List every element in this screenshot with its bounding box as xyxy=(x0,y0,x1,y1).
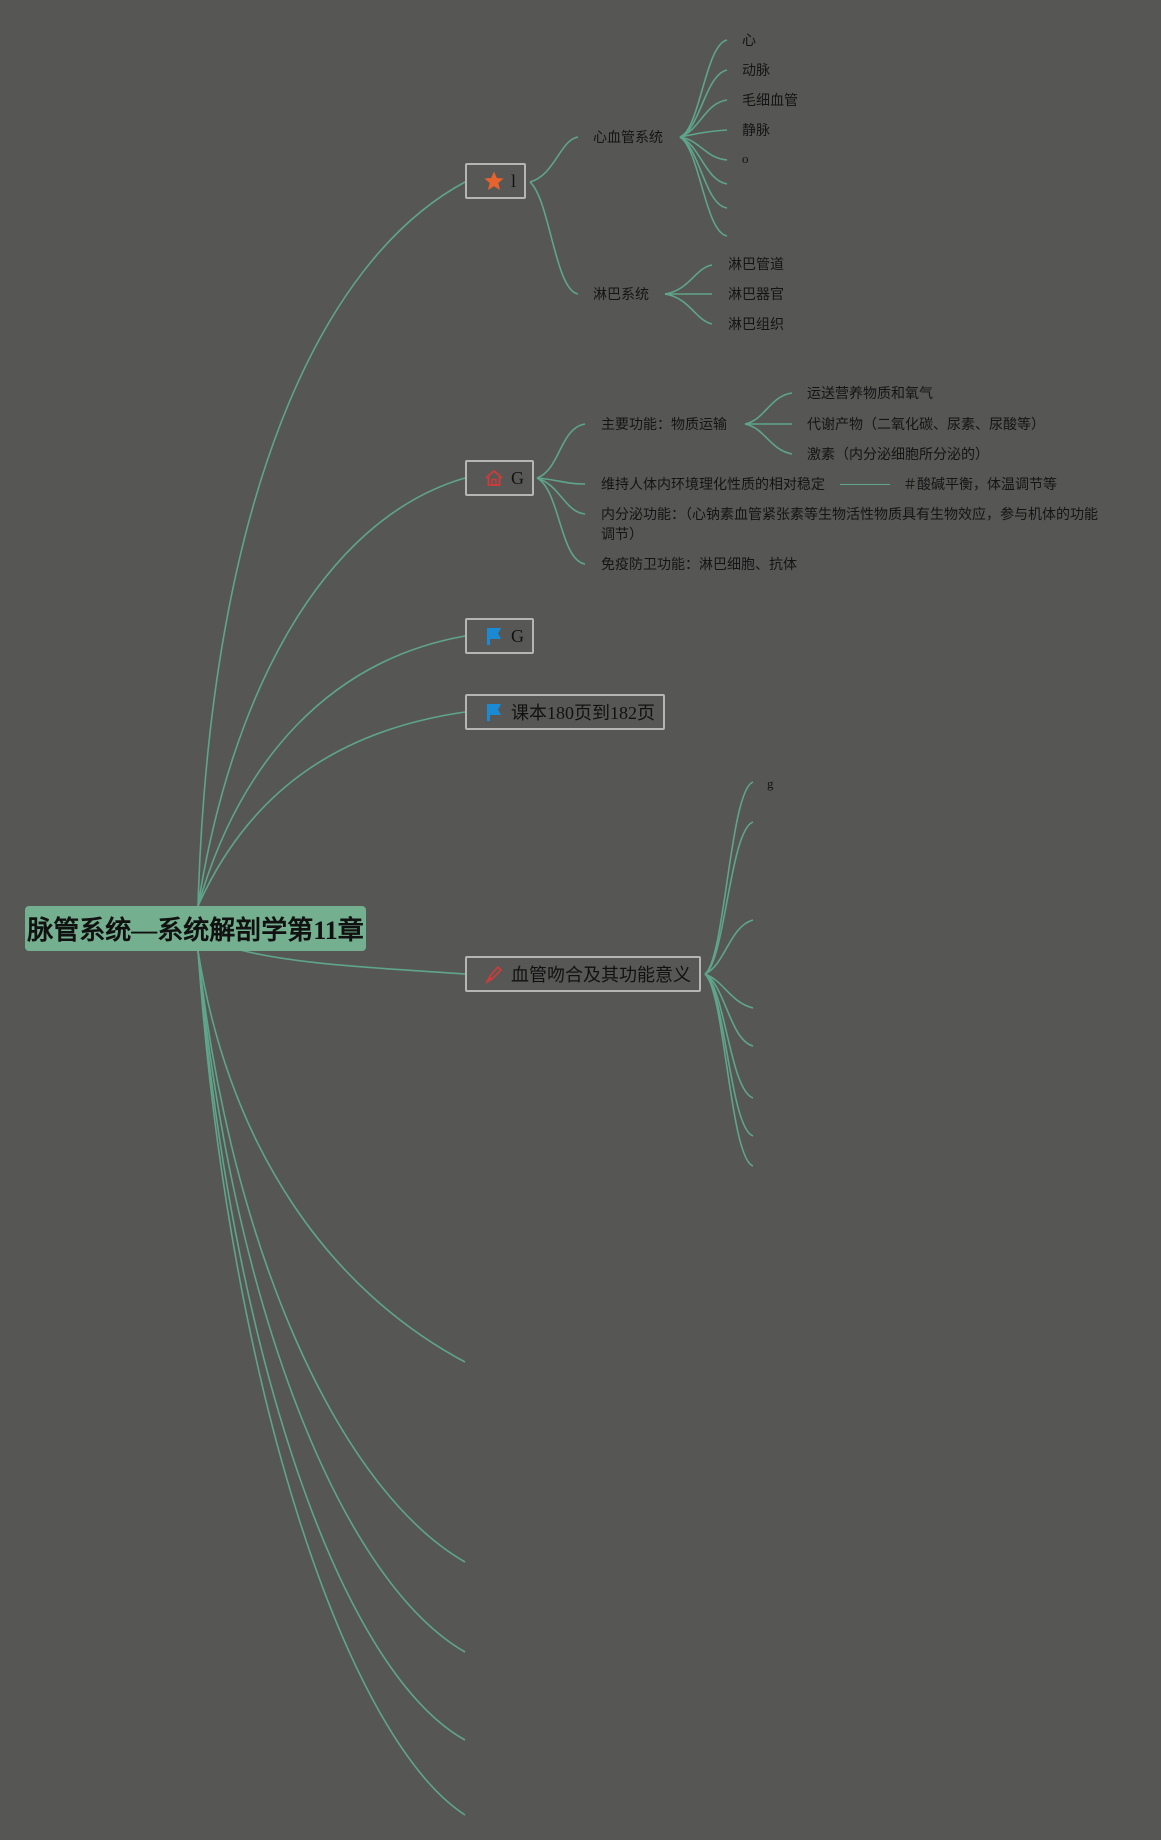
leaf-vein[interactable]: 静脉 xyxy=(742,123,770,139)
topic-immune[interactable]: 免疫防卫功能：淋巴细胞、抗体 xyxy=(601,557,797,573)
root-title: 脉管系统—系统解剖学第11章 xyxy=(27,916,364,945)
branch-label-4: 课本180页到182页 xyxy=(511,703,655,723)
root-topic[interactable]: 脉管系统—系统解剖学第11章 xyxy=(25,906,366,951)
leaf-capillary[interactable]: 毛细血管 xyxy=(742,93,798,109)
branch-node-5[interactable]: 血管吻合及其功能意义 xyxy=(465,956,701,992)
leaf-g[interactable]: g xyxy=(767,776,774,791)
branch-node-4[interactable]: 课本180页到182页 xyxy=(465,694,665,730)
branch-node-1[interactable]: l xyxy=(465,163,527,199)
branch-label-1: l xyxy=(511,170,517,191)
topic-main-function[interactable]: 主要功能：物质运输 xyxy=(601,417,727,433)
flag-icon xyxy=(483,701,505,723)
leaf-nutrients-oxygen[interactable]: 运送营养物质和氧气 xyxy=(807,386,933,402)
star-icon xyxy=(483,170,505,192)
branch-label-3: G xyxy=(511,625,524,646)
topic-endocrine[interactable]: 内分泌功能：（心钠素血管紧张素等生物活性物质具有生物效应，参与机体的功能调节） xyxy=(601,507,1098,543)
leaf-lymph-organ[interactable]: 淋巴器官 xyxy=(728,287,784,303)
link-root-e2 xyxy=(197,950,466,1563)
leaf-lymph-vessel[interactable]: 淋巴管道 xyxy=(728,257,784,273)
link-root-e5 xyxy=(197,950,466,1816)
branch-node-2[interactable]: G xyxy=(465,460,534,496)
note-acid-base[interactable]: ＃酸碱平衡，体温调节等 xyxy=(903,477,1057,493)
house-icon xyxy=(483,467,505,489)
link-root-b1 xyxy=(197,181,466,907)
link-root-b3 xyxy=(197,635,466,907)
pen-icon xyxy=(483,963,505,985)
leaf-hormones[interactable]: 激素（内分泌细胞所分泌的） xyxy=(807,447,989,463)
branch-label-2: G xyxy=(511,467,524,488)
link-root-b5 xyxy=(239,949,466,975)
flag-icon xyxy=(483,625,505,647)
leaf-lymph-tissue[interactable]: 淋巴组织 xyxy=(728,317,784,333)
link-root-e1 xyxy=(197,950,466,1363)
link-root-e4 xyxy=(197,950,466,1741)
link-root-b4 xyxy=(197,711,466,907)
branch-node-3[interactable]: G xyxy=(465,618,534,654)
link-b1-cardio xyxy=(529,136,579,183)
topic-cardiovascular[interactable]: 心血管系统 xyxy=(593,130,663,146)
leaf-heart[interactable]: 心 xyxy=(742,33,756,49)
topic-homeostasis[interactable]: 维持人体内环境理化性质的相对稳定 xyxy=(601,477,825,493)
topic-lymphatic[interactable]: 淋巴系统 xyxy=(593,287,649,303)
leaf-metabolites[interactable]: 代谢产物（二氧化碳、尿素、尿酸等） xyxy=(807,417,1045,433)
leaf-artery[interactable]: 动脉 xyxy=(742,63,770,79)
link-root-b2 xyxy=(197,477,466,907)
homeostasis-connector xyxy=(840,484,890,485)
branch-label-5: 血管吻合及其功能意义 xyxy=(511,965,691,985)
link-root-e3 xyxy=(197,950,466,1653)
leaf-o[interactable]: o xyxy=(742,151,749,166)
link-b1-lymph xyxy=(529,181,579,295)
